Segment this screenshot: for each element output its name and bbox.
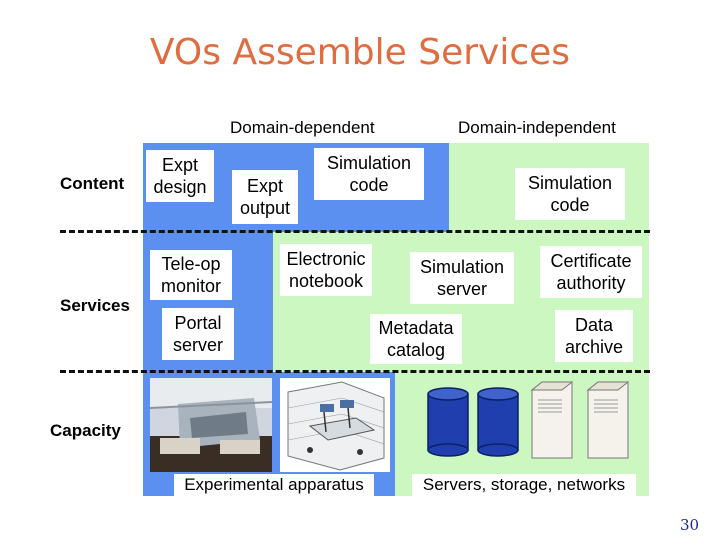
column-header-domain-independent: Domain-independent	[458, 118, 616, 137]
box-metadata-catalog: Metadata catalog	[370, 314, 462, 364]
box-expt-design: Expt design	[146, 150, 214, 202]
separator-content-services	[60, 230, 650, 233]
column-header-domain-dependent: Domain-dependent	[230, 118, 375, 137]
box-data-archive: Data archive	[555, 310, 633, 362]
box-expt-output: Expt output	[232, 170, 298, 224]
box-simulation-server: Simulation server	[410, 252, 514, 304]
box-electronic-notebook: Electronic notebook	[280, 244, 372, 296]
separator-services-capacity	[60, 370, 650, 373]
slide-title: VOs Assemble Services	[149, 32, 571, 73]
box-simulation-code-independent: Simulation code	[515, 168, 625, 220]
page-number: 30	[680, 516, 700, 534]
caption-servers-storage-networks: Servers, storage, networks	[412, 474, 636, 496]
storage-cylinders-icon	[427, 387, 519, 457]
box-portal-server: Portal server	[162, 308, 234, 360]
caption-experimental-apparatus: Experimental apparatus	[174, 474, 374, 496]
shake-table-photo	[150, 378, 272, 472]
box-teleop-monitor: Tele-op monitor	[150, 250, 232, 300]
row-label-capacity: Capacity	[50, 421, 121, 440]
server-towers-icon	[530, 381, 630, 459]
row-label-services: Services	[60, 296, 130, 315]
box-simulation-code-dependent: Simulation code	[314, 148, 424, 200]
row-label-content: Content	[60, 174, 125, 193]
box-certificate-authority: Certificate authority	[540, 246, 642, 298]
lab-rendering-image	[280, 378, 390, 472]
